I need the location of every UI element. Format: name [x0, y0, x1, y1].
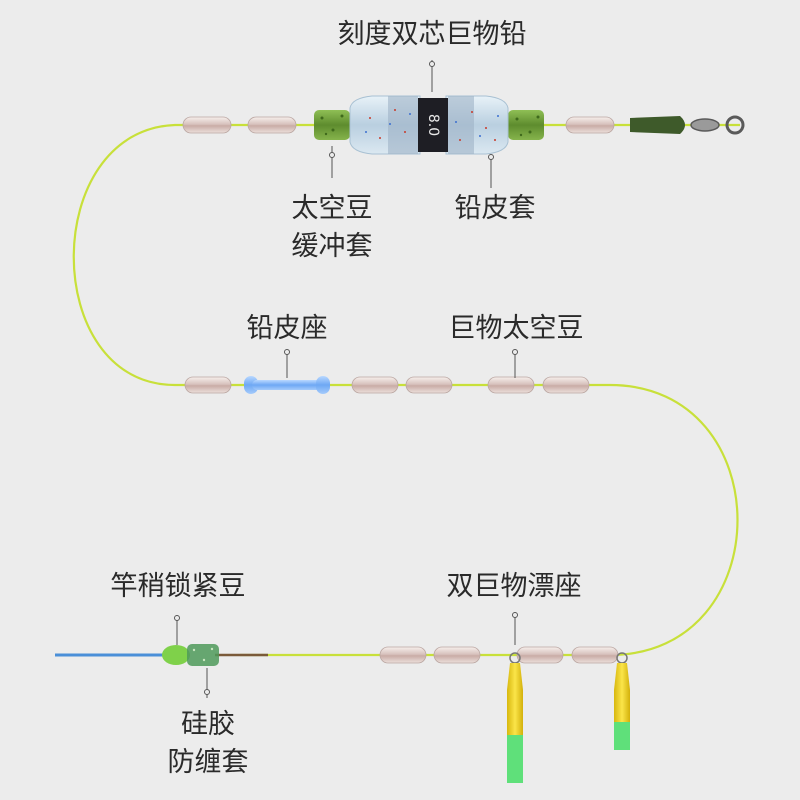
- giant-space-beads: [351, 376, 590, 394]
- buffer-sleeve-left: [314, 110, 350, 140]
- bottom-space-beads: [379, 646, 619, 664]
- label-space-bean-buffer-line2: 缓冲套: [291, 231, 373, 262]
- swivel: [630, 115, 745, 135]
- label-giant-space-bean: 巨物太空豆: [448, 313, 584, 344]
- space-bean: [405, 376, 453, 394]
- rod-lock-bean: [162, 645, 190, 665]
- sleeve-speckles: [320, 114, 540, 137]
- label-silicone-line2: 防缠套: [167, 747, 249, 778]
- label-space-bean-buffer: 太空豆 缓冲套: [272, 190, 392, 266]
- label-space-bean-buffer-line1: 太空豆: [291, 193, 373, 224]
- double-core-sinker: 8.0: [349, 95, 509, 155]
- space-bean: [565, 116, 615, 134]
- label-silicone-line1: 硅胶: [181, 709, 235, 740]
- label-double-float-seat: 双巨物漂座: [446, 571, 582, 602]
- top-space-beads: [182, 116, 615, 134]
- space-bean: [516, 646, 564, 664]
- label-top-sinker: 刻度双芯巨物铅: [337, 19, 527, 50]
- space-bean: [542, 376, 590, 394]
- space-bean: [351, 376, 399, 394]
- lead-seat: [244, 376, 330, 394]
- label-lead-sleeve: 铅皮套: [454, 193, 536, 224]
- label-lead-seat: 铅皮座: [246, 313, 328, 344]
- sinker-core: [418, 98, 448, 152]
- space-bean: [571, 646, 619, 664]
- space-bean: [182, 116, 232, 134]
- silicone-anti-tangle-sleeve: [187, 644, 219, 666]
- fishing-line: [72, 123, 740, 657]
- callout-pointers: [174, 60, 518, 698]
- space-bean: [379, 646, 427, 664]
- buffer-sleeve-right: [508, 110, 544, 140]
- space-bean: [247, 116, 297, 134]
- space-bean: [184, 376, 232, 394]
- label-silicone-sleeve: 硅胶 防缠套: [152, 706, 264, 782]
- silicone-speckles: [192, 647, 214, 662]
- float-seat-right: [614, 652, 630, 750]
- float-seat-left: [507, 652, 523, 783]
- space-bean: [487, 376, 535, 394]
- label-rod-lock-bean: 竿稍锁紧豆: [110, 571, 246, 602]
- sinker-mark: 8.0: [425, 114, 441, 136]
- space-bean: [433, 646, 481, 664]
